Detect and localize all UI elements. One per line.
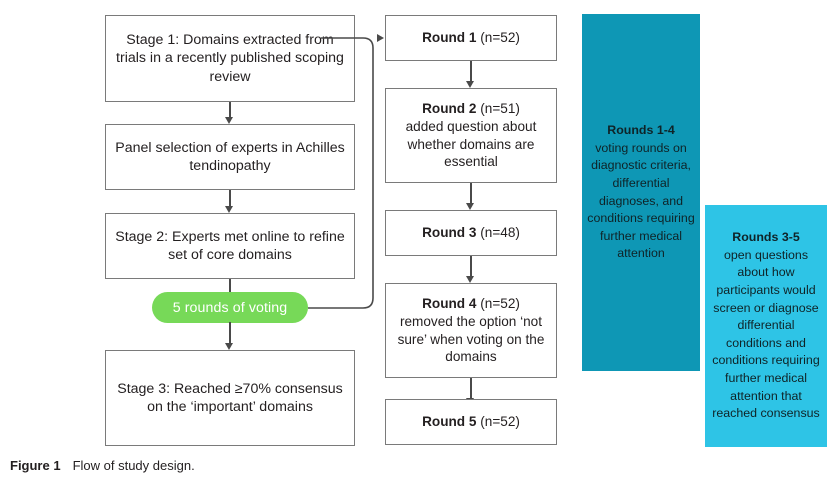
arrowhead-round3-to-round4 — [466, 276, 474, 283]
box-round-4: Round 4 (n=52) removed the option ‘not s… — [385, 283, 557, 378]
box-round-1: Round 1 (n=52) — [385, 15, 557, 61]
box-stage-1-text: Stage 1: Domains extracted from trials i… — [116, 31, 344, 85]
box-round-4-text: Round 4 (n=52) removed the option ‘not s… — [394, 295, 548, 366]
connector-stage2-to-pill — [229, 279, 231, 295]
box-round-4-label: Round 4 — [422, 296, 477, 312]
box-panel-selection: Panel selection of experts in Achilles t… — [105, 124, 355, 190]
panel-rounds-1-4-heading: Rounds 1-4 — [607, 123, 675, 138]
box-round-3-label: Round 3 — [422, 225, 477, 241]
panel-rounds-3-5-heading: Rounds 3-5 — [732, 230, 800, 245]
arrowhead-round2-to-round3 — [466, 203, 474, 210]
connector-panel-to-stage2 — [229, 190, 231, 207]
box-round-3: Round 3 (n=48) — [385, 210, 557, 256]
box-round-2-detail: added question about whether domains are… — [405, 118, 537, 170]
box-round-3-text: Round 3 (n=48) — [394, 224, 548, 242]
box-round-1-text: Round 1 (n=52) — [394, 29, 548, 47]
panel-rounds-1-4: Rounds 1-4 voting rounds on diagnostic c… — [582, 14, 700, 371]
box-stage-3-text: Stage 3: Reached ≥70% consensus on the ‘… — [117, 380, 343, 415]
figure-caption-label: Figure 1 — [10, 458, 61, 473]
box-panel-selection-text: Panel selection of experts in Achilles t… — [115, 139, 345, 174]
box-round-1-label: Round 1 — [422, 30, 477, 46]
figure-caption: Figure 1 Flow of study design. — [10, 458, 195, 473]
connector-round3-to-round4 — [470, 256, 472, 277]
box-round-3-n: (n=48) — [480, 225, 520, 241]
pill-rounds-of-voting-text: 5 rounds of voting — [172, 299, 288, 316]
panel-rounds-3-5-text: Rounds 3-5 open questions about how part… — [710, 229, 822, 423]
connector-round2-to-round3 — [470, 183, 472, 204]
box-round-2-text: Round 2 (n=51) added question about whet… — [394, 100, 548, 171]
box-round-5-n: (n=52) — [480, 414, 520, 430]
box-stage-2-text: Stage 2: Experts met online to refine se… — [115, 228, 345, 263]
connector-round4-to-round5 — [470, 378, 472, 399]
box-round-5-text: Round 5 (n=52) — [394, 413, 548, 431]
arrowhead-panel-to-stage2 — [225, 206, 233, 213]
connector-round1-to-round2 — [470, 61, 472, 82]
arrowhead-stage1-to-panel — [225, 117, 233, 124]
arrowhead-pill-to-round-1 — [377, 33, 384, 42]
connector-pill-to-stage3 — [229, 322, 231, 344]
pill-rounds-of-voting: 5 rounds of voting — [152, 292, 308, 323]
panel-rounds-1-4-text: Rounds 1-4 voting rounds on diagnostic c… — [587, 122, 695, 263]
box-round-2-label: Round 2 — [422, 101, 477, 117]
panel-rounds-1-4-body: voting rounds on diagnostic criteria, di… — [587, 140, 695, 261]
box-round-2: Round 2 (n=51) added question about whet… — [385, 88, 557, 183]
box-round-4-n: (n=52) — [480, 296, 520, 312]
arrowhead-pill-to-stage3 — [225, 343, 233, 350]
box-round-1-n: (n=52) — [480, 30, 520, 46]
box-round-4-detail: removed the option ‘not sure’ when votin… — [397, 313, 545, 365]
figure-caption-text: Flow of study design. — [72, 458, 195, 473]
panel-rounds-3-5-body: open questions about how participants wo… — [712, 247, 820, 421]
box-round-5-label: Round 5 — [422, 414, 477, 430]
arrowhead-round1-to-round2 — [466, 81, 474, 88]
box-stage-3: Stage 3: Reached ≥70% consensus on the ‘… — [105, 350, 355, 446]
box-round-2-n: (n=51) — [480, 101, 520, 117]
panel-rounds-3-5: Rounds 3-5 open questions about how part… — [705, 205, 827, 447]
connector-stage1-to-panel — [229, 102, 231, 118]
box-stage-2: Stage 2: Experts met online to refine se… — [105, 213, 355, 279]
box-round-5: Round 5 (n=52) — [385, 399, 557, 445]
box-stage-1: Stage 1: Domains extracted from trials i… — [105, 15, 355, 102]
